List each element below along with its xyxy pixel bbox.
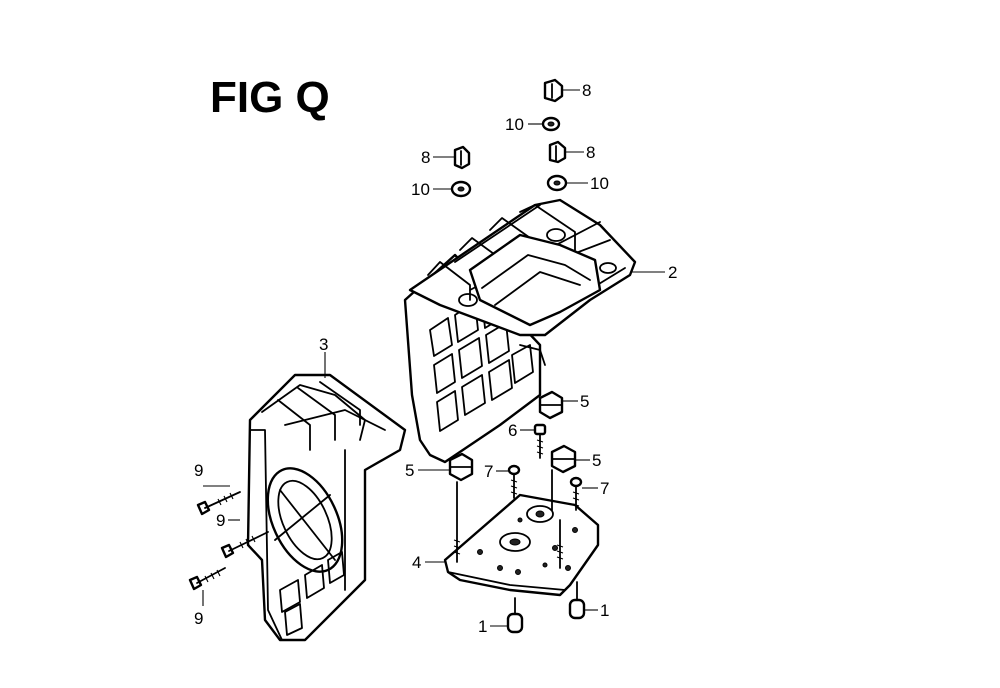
callout-5: 5 [405, 461, 414, 480]
nut-8-mid-right [548, 140, 567, 164]
callout-labels: 8 10 8 10 8 10 2 3 5 6 5 5 7 7 9 9 9 4 1… [194, 81, 677, 636]
stud-left [453, 481, 461, 563]
nut-8-left [453, 145, 471, 170]
callout-10: 10 [411, 180, 430, 199]
callout-1: 1 [600, 601, 609, 620]
figure-title: FIG Q [210, 73, 330, 122]
screw-7-right [569, 476, 583, 511]
bolt-6 [533, 423, 547, 459]
stud-center [551, 469, 564, 569]
callout-4: 4 [412, 553, 421, 572]
bolt-9-bottom [188, 567, 226, 591]
washer-10-mid-right [546, 174, 568, 192]
callout-6: 6 [508, 421, 517, 440]
callout-10: 10 [505, 115, 524, 134]
mount-5-left [448, 452, 474, 482]
callout-8: 8 [582, 81, 591, 100]
callout-1: 1 [478, 617, 487, 636]
screw-7-left [507, 464, 521, 499]
callout-5: 5 [580, 392, 589, 411]
callout-8: 8 [421, 148, 430, 167]
callout-7: 7 [484, 462, 493, 481]
callout-5: 5 [592, 451, 601, 470]
part-2-upper-bracket [403, 198, 637, 464]
mount-5-upper [538, 390, 564, 420]
callout-9: 9 [194, 461, 203, 480]
callout-9: 9 [194, 609, 203, 628]
washer-10-left [450, 180, 472, 198]
callout-2: 2 [668, 263, 677, 282]
callout-7: 7 [600, 479, 609, 498]
callout-9: 9 [216, 511, 225, 530]
callout-8: 8 [586, 143, 595, 162]
leader-lines [202, 89, 665, 627]
bolt-9-top [196, 491, 241, 516]
foot-1-right [568, 581, 586, 620]
washer-10-top-right [541, 116, 561, 132]
callout-3: 3 [319, 335, 328, 354]
mount-5-right [550, 444, 577, 474]
part-4-base-plate [443, 493, 600, 597]
nut-8-top-right [543, 78, 564, 103]
part-3-side-housing [246, 373, 407, 642]
bolt-9-middle [220, 531, 269, 559]
callout-10: 10 [590, 174, 609, 193]
foot-1-left [506, 597, 524, 634]
